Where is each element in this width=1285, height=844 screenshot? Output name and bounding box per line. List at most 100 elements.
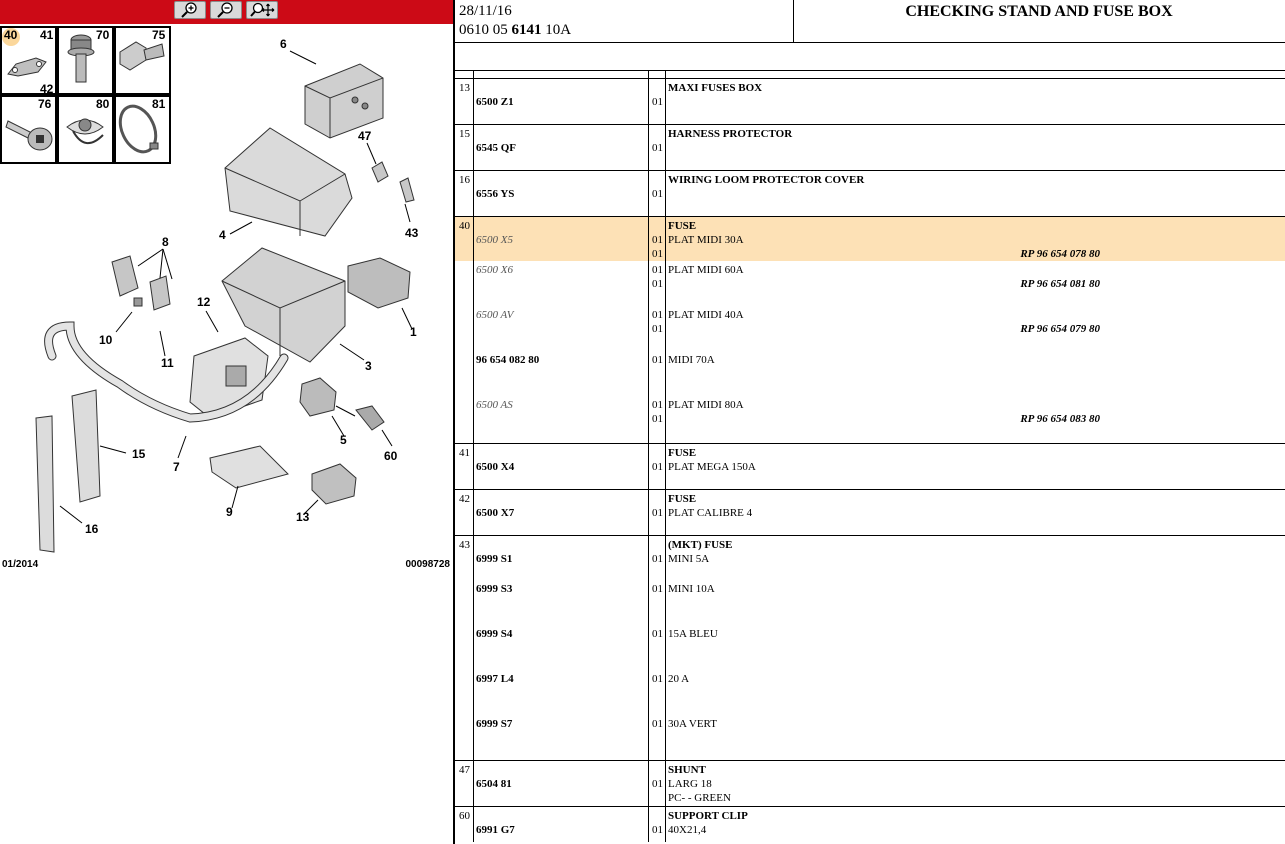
diagram-date: 01/2014 — [2, 559, 39, 570]
callout-3: 3 — [365, 359, 372, 373]
part-description: 40X21,4 — [668, 824, 707, 836]
clip-nut-icon — [66, 118, 104, 144]
part-number: 6500 X7 — [476, 507, 515, 519]
replacement-part-number: RP 96 654 083 80 — [1020, 413, 1100, 425]
part-quantity: 01 — [652, 354, 663, 366]
thumb-label: 81 — [152, 97, 166, 111]
thumbnail-81[interactable]: 81 — [114, 95, 171, 164]
part-quantity: 01 — [652, 142, 663, 154]
row-reference-number: 42 — [459, 493, 470, 505]
part-quantity: 01 — [652, 824, 663, 836]
table-row[interactable]: 96 654 082 80 01 MIDI 70A — [455, 351, 1285, 396]
row-reference-number: 15 — [459, 128, 470, 140]
zoom-fit-button[interactable] — [246, 1, 278, 19]
part-description: MIDI 70A — [668, 354, 715, 366]
row-reference-number: 47 — [459, 764, 470, 776]
thumb-label: 70 — [96, 28, 110, 42]
zoom-out-button[interactable] — [210, 1, 242, 19]
callout-47: 47 — [358, 129, 372, 143]
part-quantity: 01 — [652, 583, 663, 595]
code-prefix: 0610 05 — [459, 22, 512, 38]
part-quantity: 01 — [652, 96, 663, 108]
part-description: MINI 5A — [668, 553, 710, 565]
thumbnail-75[interactable]: 75 — [114, 26, 171, 95]
part-description: PLAT MIDI 30A — [668, 234, 744, 246]
diagram-reference: 00098728 — [405, 559, 451, 570]
part-quantity: 01 — [652, 553, 663, 565]
screw-icon — [5, 120, 53, 151]
part-number: 6999 S4 — [476, 628, 513, 640]
hex-bolt-icon — [119, 41, 165, 71]
part-quantity: 01 — [652, 309, 663, 321]
part-number: 96 654 082 80 — [476, 354, 540, 366]
callout-10: 10 — [99, 333, 113, 347]
replacement-quantity: 01 — [652, 323, 663, 335]
row-reference-number: 41 — [459, 447, 470, 459]
header-divider — [793, 0, 794, 43]
thumb-label: 80 — [96, 97, 110, 111]
part-number: 6500 AS — [476, 399, 513, 411]
part-description: PLAT MEGA 150A — [668, 461, 756, 473]
exploded-diagram: 6 47 4 43 8 12 10 11 1 3 15 7 5 60 9 13 … — [35, 37, 419, 553]
part-description: 20 A — [668, 673, 690, 685]
thumb-label: 40 — [4, 28, 18, 42]
replacement-part-number: RP 96 654 081 80 — [1020, 278, 1100, 290]
callout-1: 1 — [410, 325, 417, 339]
thumb-label: 42 — [40, 82, 54, 96]
table-top-rule — [455, 70, 1285, 71]
document-code: 0610 05 6141 10A — [459, 22, 571, 39]
part-quantity: 01 — [652, 399, 663, 411]
thumbnail-80[interactable]: 80 — [57, 95, 114, 164]
callout-60: 60 — [384, 449, 398, 463]
part-quantity: 01 — [652, 461, 663, 473]
fuse-plate-icon — [2, 28, 47, 77]
callout-15: 15 — [132, 447, 146, 461]
part-number: 6997 L4 — [476, 673, 514, 685]
bolt-icon — [67, 34, 95, 83]
part-number: 6545 QF — [476, 142, 517, 154]
diagram-toolbar — [0, 0, 453, 24]
part-description: MINI 10A — [668, 583, 715, 595]
callout-8: 8 — [162, 235, 169, 249]
part-quantity: 01 — [652, 778, 663, 790]
thumbnail-76[interactable]: 76 — [0, 95, 57, 164]
callout-5: 5 — [340, 433, 347, 447]
zoom-in-button[interactable] — [174, 1, 206, 19]
column-rule — [665, 70, 666, 842]
part-description: 15A BLEU — [668, 628, 718, 640]
part-quantity: 01 — [652, 234, 663, 246]
page-title: CHECKING STAND AND FUSE BOX — [905, 3, 1173, 20]
part-quantity: 01 — [652, 188, 663, 200]
replacement-quantity: 01 — [652, 278, 663, 290]
callout-13: 13 — [296, 510, 310, 524]
code-suffix: 10A — [541, 22, 572, 38]
zoom-pan-icon — [250, 2, 275, 17]
part-description-extra: PC- - GREEN — [668, 792, 731, 804]
thumbnail-70[interactable]: 70 — [57, 26, 114, 95]
part-description: PLAT MIDI 80A — [668, 399, 744, 411]
row-reference-number: 16 — [459, 174, 470, 186]
document-date: 28/11/16 — [459, 3, 512, 19]
part-number: 6500 X4 — [476, 461, 515, 473]
thumb-label: 41 — [40, 28, 54, 42]
thumbnail-40-41-42[interactable]: 40 41 42 — [0, 26, 57, 96]
part-description: PLAT CALIBRE 4 — [668, 507, 753, 519]
row-reference-number: 40 — [459, 220, 470, 232]
diagram-pane: 40 41 42 70 75 76 — [0, 0, 453, 844]
